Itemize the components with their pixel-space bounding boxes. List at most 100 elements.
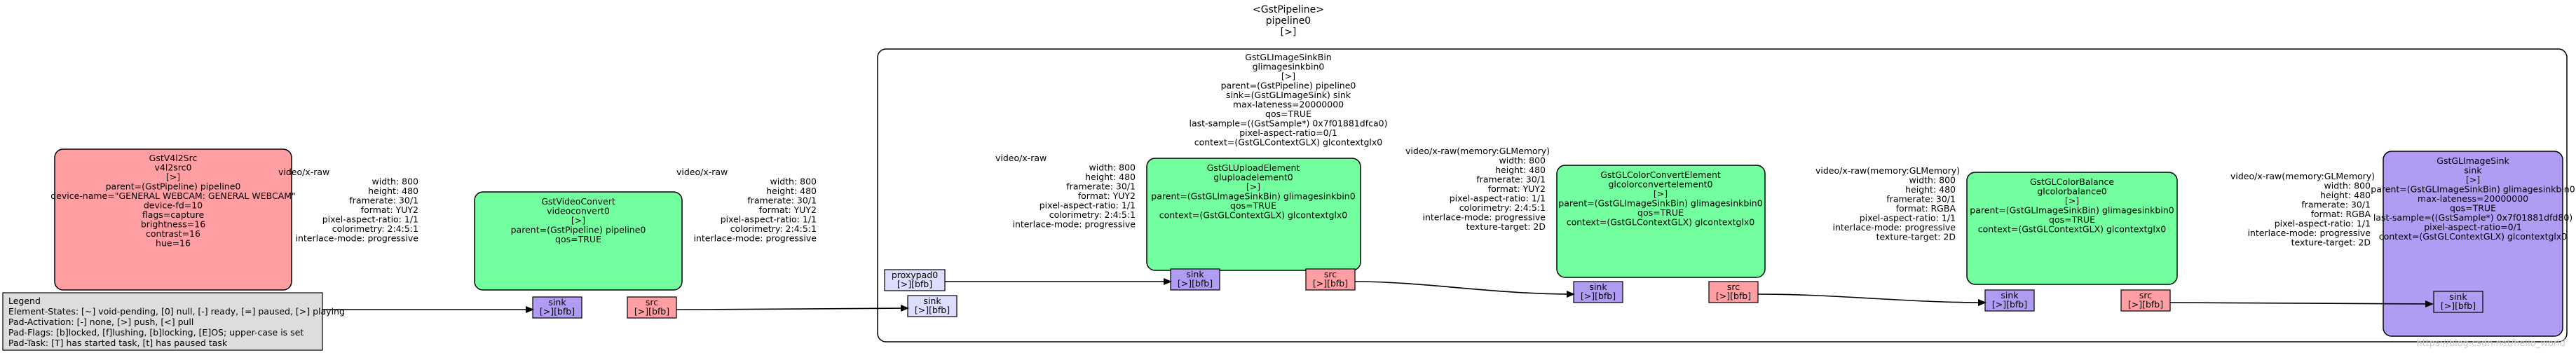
colorconvert-src-pad-label: [>][bfb] (1716, 291, 1751, 301)
caps-c1-line: height: 480 (368, 186, 418, 196)
bin-label-line: max-lateness=20000000 (1233, 99, 1344, 110)
colorbalance-label-line: context=(GstGLContextGLX) glcontextglx0 (1978, 224, 2167, 235)
videoconvert-sink-pad[interactable]: sink[>][bfb] (532, 296, 582, 319)
glimagesink-label-line: parent=(GstGLImageSinkBin) glimagesinkbi… (2371, 184, 2575, 195)
colorbalance-label-line: parent=(GstGLImageSinkBin) glimagesinkbi… (1970, 205, 2174, 216)
caps-c2-line: format: YUY2 (759, 205, 817, 215)
legend-line: Pad-Flags: [b]locked, [f]lushing, [b]loc… (8, 327, 304, 338)
upload-sink-pad-box[interactable] (1170, 268, 1220, 291)
bin-proxypad-label: [>][bfb] (897, 279, 932, 289)
gluploadelement-element[interactable] (1146, 158, 1361, 271)
videoconvert-label-line: [>] (571, 215, 585, 226)
caps-c2-line: colorimetry: 2:4:5:1 (730, 223, 817, 234)
upload-sink-pad-label: sink (1186, 269, 1204, 279)
bin-ghost-sink-pad[interactable]: sink[>][bfb] (907, 295, 958, 317)
colorconvert-src-pad[interactable]: src[>][bfb] (1708, 281, 1759, 303)
caps-c3-line: format: YUY2 (1078, 191, 1136, 201)
caps-c4-line: framerate: 30/1 (1476, 174, 1546, 185)
caps-c1-line: format: YUY2 (361, 205, 418, 215)
glimagesink-sink-pad-box[interactable] (2433, 291, 2483, 313)
colorbalance-sink-pad-box[interactable] (1984, 289, 2035, 312)
caps-c1-line: framerate: 30/1 (349, 195, 418, 206)
v4l2src-element[interactable] (54, 148, 292, 291)
upload-src-pad-label: [>][bfb] (1313, 278, 1348, 289)
caps-c2-line: width: 800 (770, 176, 817, 187)
caps-c6-line: framerate: 30/1 (2301, 200, 2371, 210)
upload-label-line: gluploadelement0 (1213, 172, 1293, 183)
caps-c5-line: video/x-raw(memory:GLMemory) (1815, 165, 1960, 176)
pipeline-type: <GstPipeline> (1253, 4, 1324, 15)
glimagesink-label-line: GstGLImageSink (2437, 155, 2509, 166)
colorbalance-src-pad-label: [>][bfb] (2128, 299, 2163, 310)
pipeline-name: pipeline0 (1266, 15, 1311, 27)
caps-c1-line: width: 800 (372, 176, 419, 187)
bin-proxypad-box[interactable] (884, 269, 946, 291)
caps-c5-line: pixel-aspect-ratio: 1/1 (1860, 213, 1956, 223)
videoconvert-src-pad[interactable]: src[>][bfb] (627, 296, 677, 319)
link-colorconvert-colorbalance (1757, 293, 1986, 303)
bin-proxypad[interactable]: proxypad0[>][bfb] (884, 269, 946, 291)
colorbalance-src-pad-box[interactable] (2120, 289, 2171, 312)
upload-src-pad-label: src (1324, 269, 1337, 279)
legend-box (2, 292, 323, 351)
caps-c2-line: pixel-aspect-ratio: 1/1 (721, 214, 817, 225)
link-arrowheads (526, 278, 2434, 313)
watermark: https://blog.csdn.net/hello_world (2416, 338, 2565, 349)
caps-c3-line: colorimetry: 2:4:5:1 (1049, 209, 1136, 220)
caps-c5-line: texture-target: 2D (1876, 232, 1956, 242)
colorbalance-sink-pad-label: sink (2001, 290, 2019, 300)
caps-c6-line: texture-target: 2D (2291, 237, 2371, 248)
bin-label-line: last-sample=((GstSample*) 0x7f01881dfca0… (1190, 118, 1388, 129)
arrowhead (2425, 300, 2434, 307)
videoconvert-sink-pad-box[interactable] (532, 296, 582, 319)
caps-c5-line: format: RGBA (1896, 203, 1956, 214)
caps-c6-line: video/x-raw(memory:GLMemory) (2230, 171, 2375, 181)
upload-sink-pad[interactable]: sink[>][bfb] (1170, 268, 1220, 291)
legend-line: Pad-Activation: [-] none, [>] push, [<] … (8, 317, 193, 327)
colorconvert-sink-pad-label: sink (1589, 282, 1607, 292)
upload-label-line: context=(GstGLContextGLX) glcontextglx0 (1159, 210, 1348, 221)
colorbalance-label-line: qos=TRUE (2049, 214, 2095, 225)
bin-label-line: parent=(GstPipeline) pipeline0 (1221, 81, 1356, 91)
glimagesink-sink-pad[interactable]: sink[>][bfb] (2433, 291, 2483, 313)
bin-label-line: glimagesinkbin0 (1253, 62, 1325, 72)
caps-c5-line: width: 800 (1909, 175, 1956, 186)
caps-c1-line: pixel-aspect-ratio: 1/1 (322, 214, 418, 225)
bin-ghost-sink-pad-box[interactable] (907, 295, 958, 317)
videoconvert-label-line: videoconvert0 (547, 206, 610, 216)
glcolorbalance-element[interactable] (1966, 172, 2178, 285)
colorbalance-label-line: GstGLColorBalance (2030, 176, 2115, 187)
caps-c4-line: texture-target: 2D (1466, 221, 1546, 232)
glcolorconvert-element[interactable] (1556, 165, 1766, 278)
legend-line: Pad-Task: [T] has started task, [t] has … (8, 338, 228, 348)
upload-src-pad[interactable]: src[>][bfb] (1305, 268, 1356, 291)
colorconvert-label-line: [>] (1654, 188, 1668, 199)
v4l2src-label-line: GstV4l2Src (149, 153, 198, 163)
glimagesink-sink-pad-label: sink (2449, 291, 2467, 302)
colorconvert-label-line: glcolorconvertelement0 (1609, 179, 1713, 190)
bin-ghost-sink-pad-label: [>][bfb] (915, 305, 950, 315)
pipeline-state: [>] (1281, 27, 1297, 38)
legend-line: Element-States: [~] void-pending, [0] nu… (8, 306, 345, 317)
colorbalance-src-pad[interactable]: src[>][bfb] (2120, 289, 2171, 312)
glimagesink-element[interactable] (2383, 151, 2563, 337)
videoconvert-src-pad-box[interactable] (627, 296, 677, 319)
colorbalance-label-line: [>] (2065, 195, 2079, 206)
v4l2src-label-line: parent=(GstPipeline) pipeline0 (106, 181, 241, 192)
videoconvert-label-line: parent=(GstPipeline) pipeline0 (511, 225, 646, 235)
caps-c2-line: video/x-raw (676, 167, 728, 177)
colorconvert-sink-pad-box[interactable] (1573, 281, 1623, 303)
caps-c3-line: height: 480 (1085, 172, 1136, 182)
upload-src-pad-box[interactable] (1305, 268, 1356, 291)
videoconvert-src-pad-label: src (646, 297, 658, 307)
bin-label-line: qos=TRUE (1265, 109, 1311, 119)
glimagesink-label-line: [>] (2466, 174, 2480, 185)
colorconvert-src-pad-box[interactable] (1708, 281, 1759, 303)
videoconvert-element[interactable] (474, 191, 683, 291)
caps-c3-line: interlace-mode: progressive (1013, 219, 1136, 230)
caps-c1-line: colorimetry: 2:4:5:1 (332, 223, 418, 234)
colorbalance-sink-pad[interactable]: sink[>][bfb] (1984, 289, 2035, 312)
colorconvert-sink-pad[interactable]: sink[>][bfb] (1573, 281, 1623, 303)
